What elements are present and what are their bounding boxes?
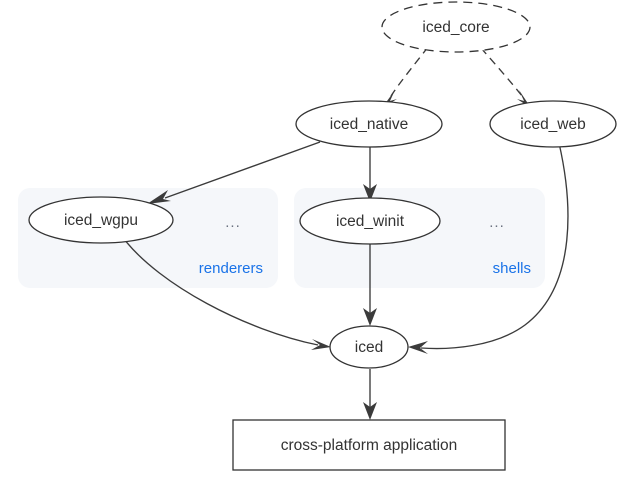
edge-iced-to-application — [363, 369, 377, 420]
edge-iced-web-to-iced-line — [420, 142, 569, 350]
edge-iced-native-to-iced-winit-arrowhead — [363, 184, 377, 202]
edge-iced-wgpu-to-iced-arrowhead — [311, 339, 331, 350]
edge-iced-wgpu-to-iced-line — [123, 238, 319, 346]
node-iced-wgpu-shape[interactable] — [28, 196, 174, 244]
edge-iced-wgpu-to-iced — [123, 238, 331, 350]
node-iced-web-label: iced_web — [520, 116, 586, 133]
node-iced-web[interactable]: iced_web — [489, 100, 617, 148]
group-shells-label: shells — [493, 260, 531, 277]
node-iced-core-label: iced_core — [422, 19, 489, 36]
edge-iced-core-to-iced-native — [382, 46, 429, 108]
node-iced[interactable]: iced — [329, 325, 409, 369]
node-iced-winit[interactable]: iced_winit — [299, 197, 441, 245]
node-cross-platform-application-label: cross-platform application — [281, 437, 458, 454]
edge-iced-native-to-iced-wgpu — [147, 141, 321, 204]
edge-iced-web-to-iced-arrowhead — [408, 341, 428, 354]
edge-iced-web-to-iced — [408, 142, 569, 354]
node-iced-native-label: iced_native — [330, 116, 408, 133]
edge-iced-core-to-iced-native-line — [390, 46, 429, 97]
node-iced-core-shape[interactable] — [381, 1, 531, 53]
node-iced-wgpu-label: iced_wgpu — [64, 212, 138, 229]
edge-iced-native-to-iced-winit — [363, 144, 377, 202]
node-iced-label: iced — [355, 339, 383, 356]
node-cross-platform-application[interactable]: cross-platform application — [232, 419, 506, 471]
edge-iced-native-to-iced-wgpu-arrowhead — [147, 190, 171, 204]
node-iced-native[interactable]: iced_native — [295, 100, 443, 148]
node-iced-native-shape[interactable] — [295, 100, 443, 148]
node-iced-wgpu[interactable]: iced_wgpu — [28, 196, 174, 244]
node-iced-winit-label: iced_winit — [336, 213, 405, 230]
group-renderers-ellipsis: ... — [225, 214, 241, 231]
edge-iced-winit-to-iced — [363, 244, 377, 326]
node-cross-platform-application-shape[interactable] — [232, 419, 506, 471]
edge-iced-core-to-iced-web — [480, 47, 531, 108]
edge-iced-native-to-iced-wgpu-line — [164, 141, 321, 199]
edge-iced-to-application-arrowhead — [363, 402, 377, 420]
edge-iced-core-to-iced-web-line — [480, 47, 523, 97]
group-renderers-label: renderers — [199, 260, 263, 277]
node-iced-web-shape[interactable] — [489, 100, 617, 148]
group-shells-ellipsis: ... — [489, 214, 505, 231]
edge-iced-winit-to-iced-arrowhead — [363, 308, 377, 326]
node-iced-core[interactable]: iced_core — [381, 1, 531, 53]
node-iced-shape[interactable] — [329, 325, 409, 369]
node-iced-winit-shape[interactable] — [299, 197, 441, 245]
